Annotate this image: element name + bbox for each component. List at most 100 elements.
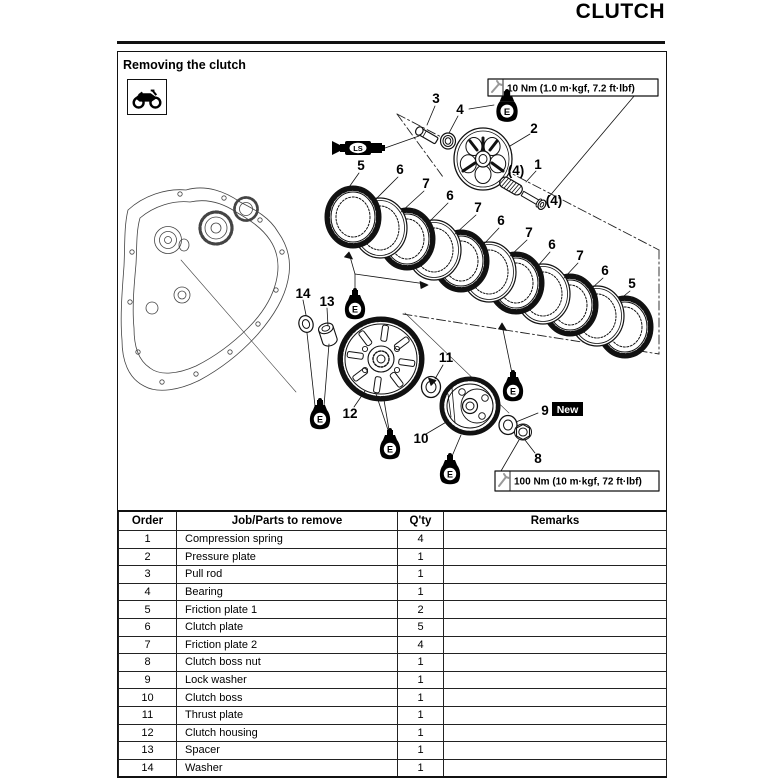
callout-clutch-boss-nut: 8 <box>534 451 542 466</box>
cell-order: 14 <box>118 758 177 778</box>
cell-qty: 1 <box>397 547 444 567</box>
clutch-boss <box>439 376 501 436</box>
cell-part: Friction plate 2 <box>176 635 398 655</box>
col-header-qty: Q'ty <box>397 510 444 531</box>
svg-text:10 Nm (1.0 m·kgf, 7.2 ft·lbf): 10 Nm (1.0 m·kgf, 7.2 ft·lbf) <box>507 84 635 95</box>
cell-part: Thrust plate <box>176 705 398 725</box>
cell-qty: 1 <box>397 758 444 778</box>
cell-qty: 1 <box>397 565 444 584</box>
cell-qty: 1 <box>397 670 444 690</box>
col-header-remarks: Remarks <box>443 510 667 531</box>
cell-order: 6 <box>118 617 177 637</box>
parts-table: Order Job/Parts to remove Q'ty Remarks 1… <box>118 510 667 778</box>
cell-order: 11 <box>118 705 177 725</box>
motorcycle-icon <box>132 89 162 109</box>
cell-order: 10 <box>118 688 177 707</box>
cell-qty: 1 <box>397 653 444 672</box>
spacer <box>317 322 338 347</box>
cell-qty: 1 <box>397 582 444 602</box>
engine-oil-icon: E <box>309 398 331 430</box>
cell-order: 9 <box>118 670 177 690</box>
cell-remarks <box>443 670 667 690</box>
callout-spacer: 13 <box>319 294 335 309</box>
cell-part: Lock washer <box>176 670 398 690</box>
engine-case <box>120 187 297 393</box>
spring-bolt <box>520 190 547 211</box>
cell-remarks <box>443 635 667 655</box>
new-part-badge: New <box>552 402 583 416</box>
callout-thrust-plate: 11 <box>439 350 454 365</box>
cell-qty: 5 <box>397 617 444 637</box>
thrust-plate <box>420 375 442 399</box>
callout-plate: 7 <box>576 248 584 263</box>
friction-plate <box>324 185 382 249</box>
cell-part: Friction plate 1 <box>176 600 398 619</box>
cell-remarks <box>443 653 667 672</box>
pull-rod <box>414 126 439 145</box>
cell-remarks <box>443 530 667 549</box>
cell-remarks <box>443 758 667 778</box>
callout-clutch-boss: 10 <box>413 431 428 446</box>
cell-part: Clutch plate <box>176 617 398 637</box>
cell-order: 5 <box>118 600 177 619</box>
cell-qty: 1 <box>397 723 444 743</box>
cell-part: Bearing <box>176 582 398 602</box>
callout-labels: 3 4 2 1 (4) (4) 5 6 7 6 7 6 7 6 7 6 5 14… <box>295 91 636 466</box>
pressure-plate <box>453 127 513 191</box>
compression-spring <box>498 176 523 196</box>
callout-pressure-plate: 2 <box>530 121 538 136</box>
wrench-icon <box>498 473 510 487</box>
page-title: CLUTCH <box>575 0 665 23</box>
clutch-housing <box>337 316 425 402</box>
cell-remarks <box>443 741 667 760</box>
cell-order: 13 <box>118 741 177 760</box>
svg-text:E: E <box>504 107 510 118</box>
cell-remarks <box>443 600 667 619</box>
torque-spec-2: 100 Nm (10 m·kgf, 72 ft·lbf) <box>494 470 660 492</box>
cell-part: Pressure plate <box>176 547 398 567</box>
cell-remarks <box>443 565 667 584</box>
svg-text:E: E <box>510 387 516 397</box>
cell-qty: 2 <box>397 600 444 619</box>
cell-part: Pull rod <box>176 565 398 584</box>
motorcycle-icon-box <box>127 79 167 115</box>
cell-qty: 1 <box>397 688 444 707</box>
exploded-diagram: 3 4 2 1 (4) (4) 5 6 7 6 7 6 7 6 7 6 5 14… <box>120 78 660 492</box>
cell-order: 7 <box>118 635 177 655</box>
svg-text:E: E <box>447 470 453 480</box>
washer <box>298 315 314 333</box>
callout-spring-qty: (4) <box>508 163 525 178</box>
callout-plate: 6 <box>497 213 505 228</box>
cell-part: Clutch housing <box>176 723 398 743</box>
engine-oil-icon: E <box>379 428 401 460</box>
cell-part: Compression spring <box>176 530 398 549</box>
cell-remarks <box>443 547 667 567</box>
cell-order: 3 <box>118 565 177 584</box>
clutch-removal-panel: 3 4 2 1 (4) (4) 5 6 7 6 7 6 7 6 7 6 5 14… <box>117 51 667 778</box>
cell-order: 4 <box>118 582 177 602</box>
callout-plate: 6 <box>548 237 556 252</box>
cell-qty: 4 <box>397 635 444 655</box>
clutch-boss-nut <box>514 423 532 441</box>
engine-oil-icon: E <box>502 370 524 402</box>
callout-lock-washer: 9 <box>541 403 549 418</box>
cell-order: 12 <box>118 723 177 743</box>
svg-text:E: E <box>317 415 323 425</box>
cell-order: 1 <box>118 530 177 549</box>
cell-remarks <box>443 705 667 725</box>
header-rule <box>117 41 665 44</box>
callout-plate: 7 <box>525 225 533 240</box>
torque-spec-1: 10 Nm (1.0 m·kgf, 7.2 ft·lbf) <box>487 78 659 97</box>
callout-washer: 14 <box>295 286 311 301</box>
